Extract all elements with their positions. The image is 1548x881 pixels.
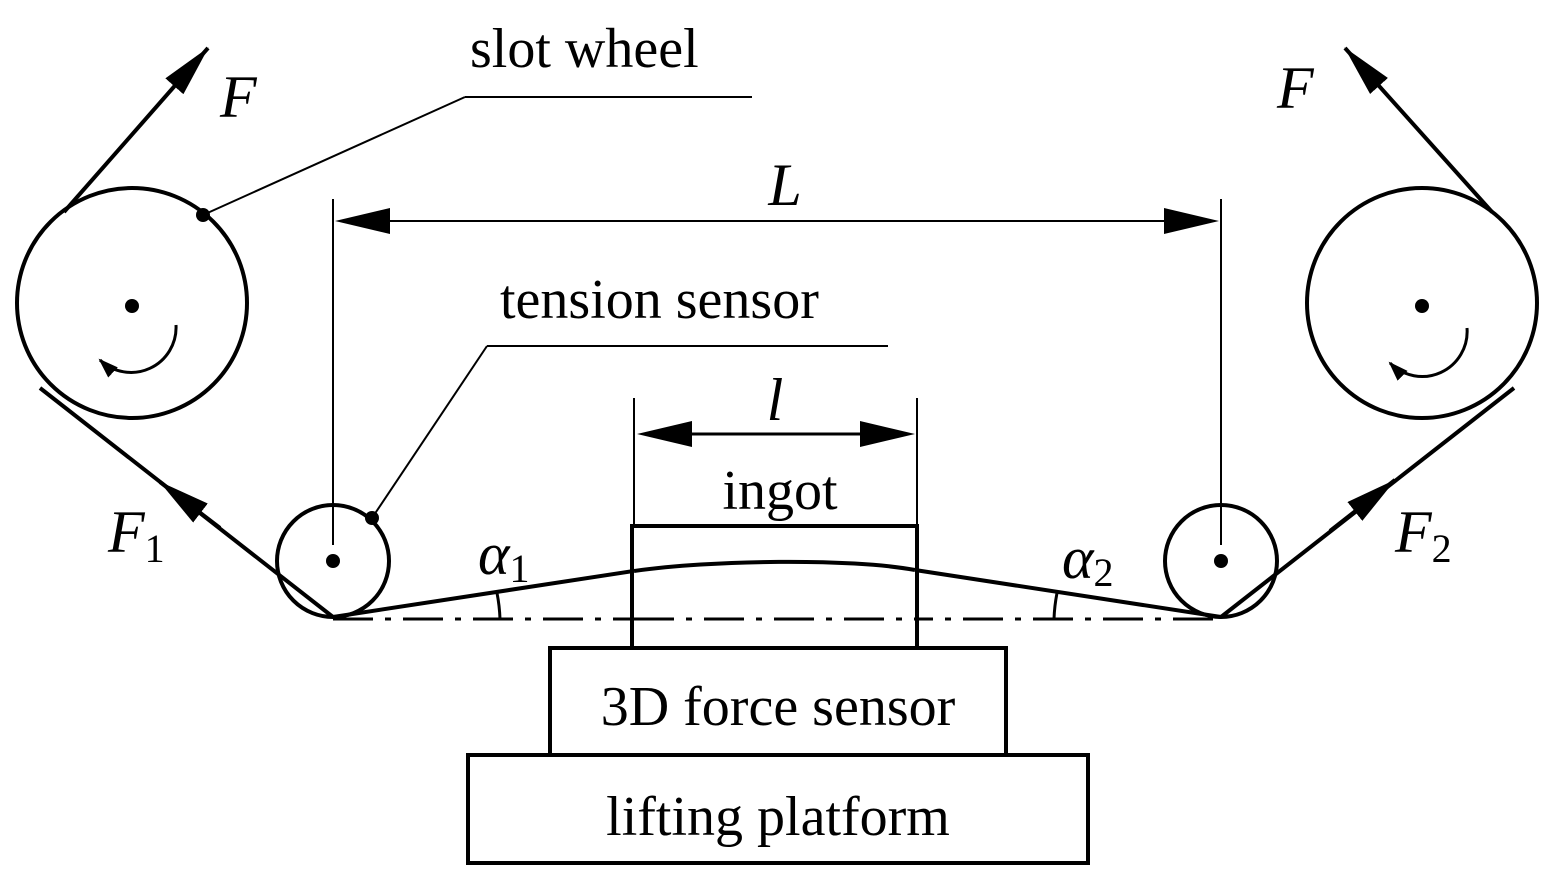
left-slot-wheel bbox=[15, 186, 249, 420]
alpha2-arc bbox=[1052, 592, 1059, 620]
slot-wheel-label: slot wheel bbox=[470, 18, 699, 80]
left-wheel-center-dot bbox=[125, 299, 139, 313]
ingot-label: ingot bbox=[722, 460, 838, 522]
angle-alpha1-symbol: α1 bbox=[478, 521, 530, 591]
force-sensor-label: 3D force sensor bbox=[601, 676, 956, 738]
slot-wheel-leader bbox=[196, 96, 752, 222]
length-l-symbol: l bbox=[767, 367, 784, 433]
angle-alpha2-symbol: α2 bbox=[1062, 525, 1114, 595]
force-F2-symbol: F2 bbox=[1394, 499, 1452, 571]
right-wheel-rotation-arrow bbox=[1388, 327, 1469, 381]
force-F1-symbol: F1 bbox=[107, 499, 165, 571]
alpha1-arc bbox=[495, 592, 502, 620]
ingot-block bbox=[630, 524, 919, 651]
force-F-left-symbol: F bbox=[219, 64, 258, 130]
force-F-right-symbol: F bbox=[1276, 55, 1315, 121]
right-roller-center-dot bbox=[1214, 554, 1228, 568]
tension-sensor-leader bbox=[365, 345, 888, 525]
lifting-platform-label: lifting platform bbox=[606, 786, 950, 848]
dimension-l bbox=[633, 398, 918, 526]
right-wheel-center-dot bbox=[1415, 299, 1429, 313]
force-sensor-block bbox=[548, 646, 1008, 757]
dimension-L bbox=[332, 199, 1222, 545]
left-wheel-rotation-arrow bbox=[98, 324, 178, 378]
distance-L-symbol: L bbox=[767, 152, 801, 218]
wire-over-ingot bbox=[633, 559, 916, 573]
lifting-platform-block bbox=[466, 753, 1090, 865]
tension-sensor-label: tension sensor bbox=[500, 269, 819, 331]
left-roller-center-dot bbox=[326, 554, 340, 568]
right-slot-wheel bbox=[1305, 186, 1539, 420]
